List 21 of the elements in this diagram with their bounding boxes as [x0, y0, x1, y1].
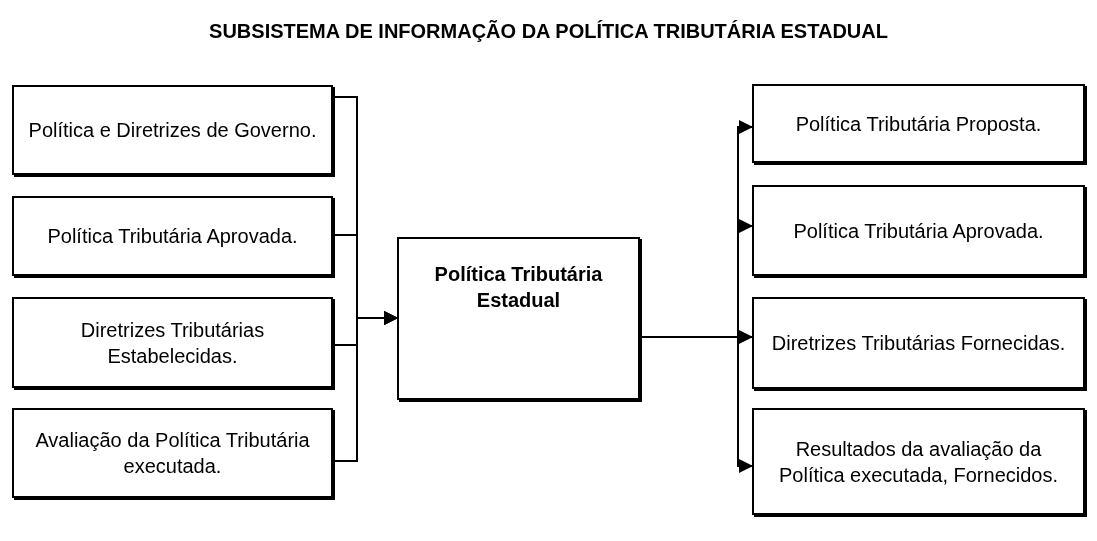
process-box — [752, 297, 1085, 389]
process-box — [397, 237, 640, 400]
process-box — [12, 196, 333, 276]
process-box — [12, 85, 333, 175]
box-label: Política Tributária Estadual — [433, 262, 604, 313]
arrow — [639, 336, 753, 473]
process-box — [12, 297, 333, 388]
arrow — [332, 311, 398, 462]
box-label: Política e Diretrizes de Governo. — [28, 118, 317, 143]
box-label: Resultados da avaliação da Política executada, Fornecidos. — [777, 436, 1059, 488]
box-label: Diretrizes Tributárias Estabelecidas. — [79, 317, 266, 369]
process-box — [752, 84, 1085, 163]
process-box — [752, 408, 1085, 515]
process-box — [752, 185, 1085, 276]
box-label: Política Tributária Aprovada. — [793, 218, 1044, 244]
diagram-title: SUBSISTEMA DE INFORMAÇÃO DA POLÍTICA TRIBUTÁRIA ESTADUAL — [208, 20, 889, 43]
box-label: Política Tributária Aprovada. — [47, 224, 298, 249]
box-label: Diretrizes Tributárias Fornecidas. — [771, 331, 1066, 356]
box-label: Avaliação da Política Tributária executada. — [34, 428, 311, 479]
box-label: Política Tributária Proposta. — [795, 111, 1042, 137]
process-box — [12, 408, 333, 498]
